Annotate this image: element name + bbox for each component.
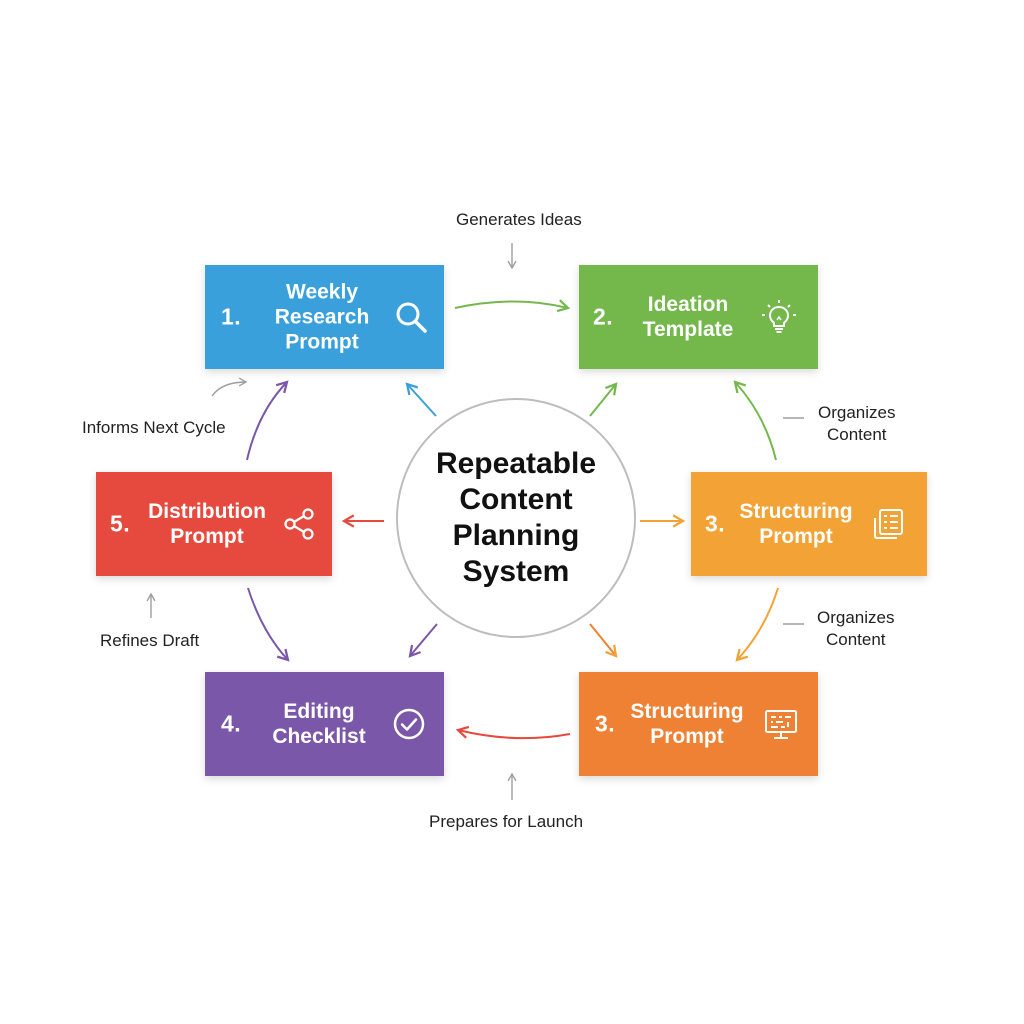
- arrow-distribution-to-editing: [247, 587, 290, 662]
- annotation-organizes-content: Organizes Content: [818, 403, 896, 444]
- annotation-informs-next-cycle: Informs Next Cycle: [82, 418, 226, 437]
- annotation-generates-ideas: Generates Ideas: [456, 210, 582, 229]
- arrow-structuring-to-structuring: [735, 587, 779, 662]
- annotation-prepares-for-launch: Prepares for Launch: [429, 812, 584, 831]
- step-number: 4.: [221, 710, 242, 737]
- arrow-structuring-to-editing: [455, 725, 571, 740]
- monitor-icon: [763, 706, 799, 742]
- spoke-to-editing: [408, 623, 438, 658]
- step-label: Editing Checklist: [272, 700, 366, 748]
- spoke-to-structuring-2: [589, 623, 618, 658]
- informs-curved-arrow: [211, 377, 248, 397]
- annotation-organizes-content: Organizes Content: [817, 608, 895, 649]
- arrow-research-to-ideation: [454, 299, 571, 313]
- step-weekly-research-prompt: 1. Weekly Research Prompt: [205, 265, 444, 369]
- step-number: 3.: [705, 510, 726, 537]
- step-label: Structuring Prompt: [739, 500, 853, 548]
- document-icon: [871, 506, 907, 542]
- step-ideation-template: 2. Ideation Template: [579, 265, 818, 369]
- step-number: 1.: [221, 303, 242, 330]
- step-number: 2.: [593, 303, 614, 330]
- step-label: Weekly Research Prompt: [274, 280, 370, 354]
- step-label: Distribution Prompt: [148, 500, 266, 548]
- step-structuring-prompt: 3. Structuring Prompt: [579, 672, 818, 776]
- step-editing-checklist: 4. Editing Checklist: [205, 672, 444, 776]
- diagram-title: Repeatable Content Planning System: [435, 447, 597, 588]
- check-circle-icon: [391, 706, 427, 742]
- lightbulb-icon: [761, 299, 797, 335]
- spoke-to-ideation: [589, 382, 618, 417]
- step-label: Structuring Prompt: [630, 700, 744, 748]
- step-distribution-prompt: 5. Distribution Prompt: [96, 472, 332, 576]
- step-number: 3.: [595, 710, 616, 737]
- arrow-structuring-to-ideation: [733, 380, 777, 461]
- share-icon: [281, 506, 317, 542]
- arrow-distribution-to-research: [246, 380, 289, 461]
- spoke-to-research: [405, 382, 437, 417]
- search-icon: [393, 299, 429, 335]
- step-structuring-prompt: 3. Structuring Prompt: [691, 472, 927, 576]
- annotation-refines-draft: Refines Draft: [100, 631, 200, 650]
- step-number: 5.: [110, 510, 131, 537]
- center-circle: Repeatable Content Planning System: [396, 398, 636, 638]
- step-label: Ideation Template: [642, 293, 734, 341]
